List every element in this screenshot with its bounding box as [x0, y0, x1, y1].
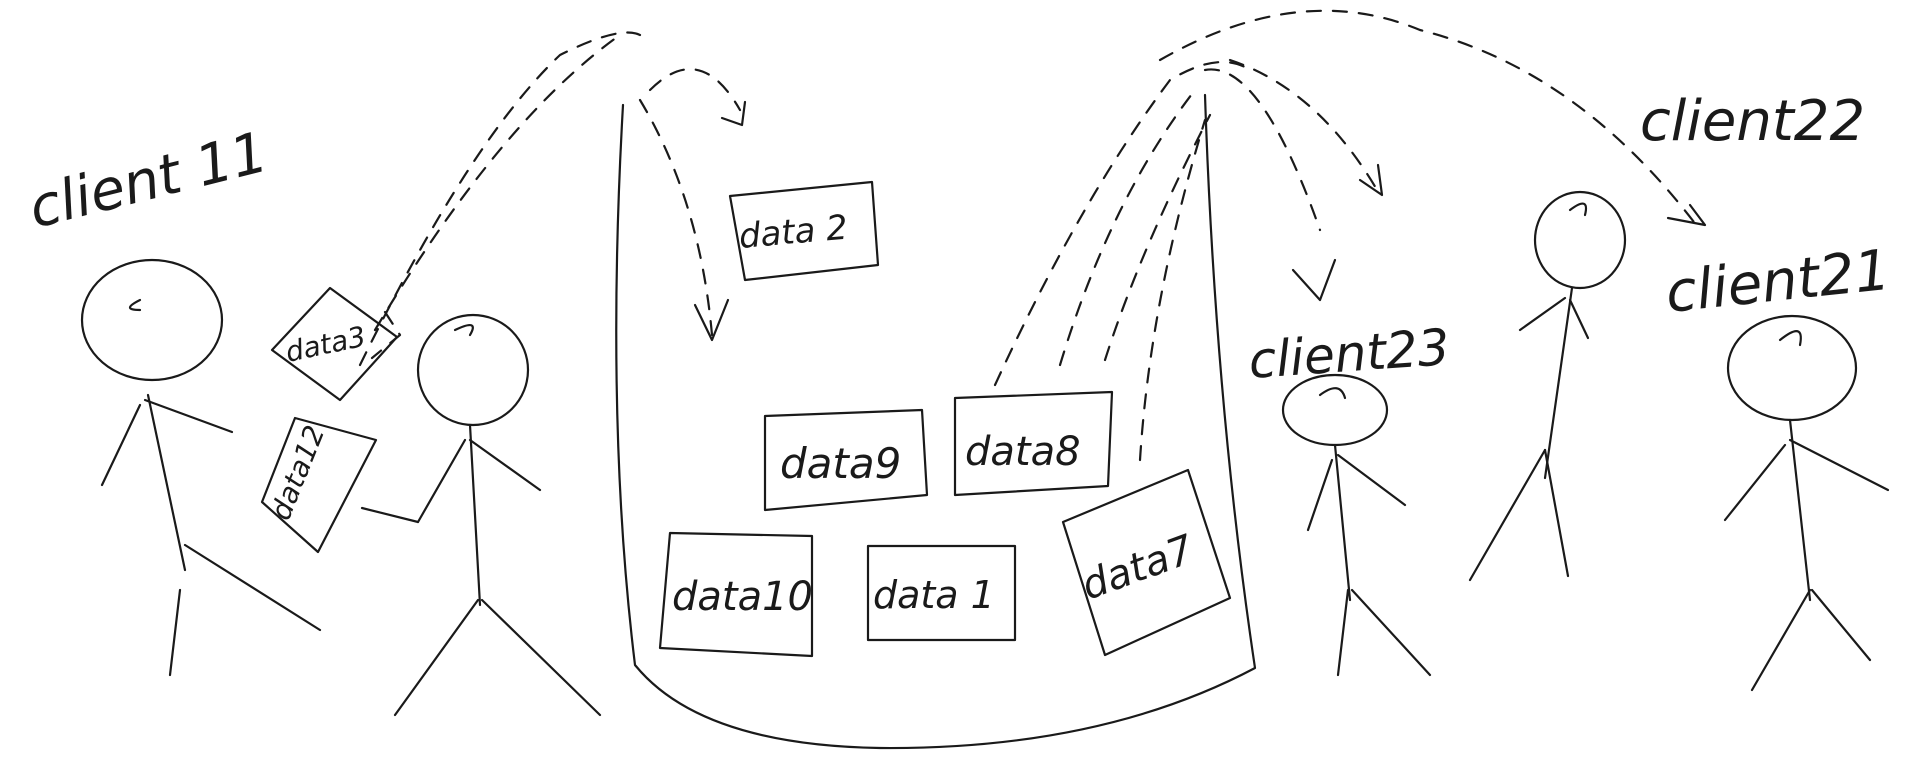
box-outline-data12	[260, 416, 378, 554]
body-client-22	[1543, 286, 1574, 480]
data-box-data2: data 2	[728, 180, 880, 282]
flow-arc-right-2	[1058, 88, 1197, 367]
data-box-data9: data9	[763, 408, 929, 512]
data-box-data7: data7	[1061, 468, 1232, 657]
label-client-22: client22	[1640, 89, 1865, 154]
leg-left-client-11	[168, 588, 182, 677]
arm-right-client-21	[1788, 438, 1890, 492]
flow-arc-right-3	[1103, 113, 1212, 362]
arm-left-client-22	[1518, 296, 1567, 332]
box-outline-data8	[953, 390, 1114, 497]
head-client-21	[1726, 314, 1858, 422]
flow-arc-right-1	[993, 60, 1252, 387]
flow-arc-to-client21	[1158, 9, 1702, 232]
body-client-23	[1333, 443, 1352, 602]
leg-right-client-23	[1350, 588, 1432, 677]
hair-peer	[453, 323, 474, 337]
flow-arc-left-outer	[358, 31, 642, 367]
label-data10: data10	[672, 574, 813, 620]
arm-right-client-11	[143, 398, 234, 434]
box-outline-data2	[728, 180, 880, 282]
flow-arrows-bucket	[638, 68, 747, 342]
flow-arcs-left	[358, 31, 642, 367]
flow-arcs-right	[993, 9, 1707, 462]
hair-client-22	[1568, 202, 1588, 217]
label-data3: data3	[283, 320, 369, 369]
flow-arrow-to-data2	[638, 98, 714, 337]
label-data9: data9	[780, 439, 901, 488]
data-box-data8: data8	[953, 390, 1114, 497]
arrowhead-top	[720, 100, 747, 127]
stick-figure-client-11-peer	[360, 313, 602, 717]
hair-client-23	[1318, 387, 1347, 400]
arm-right-peer	[468, 438, 542, 492]
flow-arrowhead-left	[370, 310, 402, 360]
body-client-21	[1788, 418, 1812, 602]
flow-arrow-top	[648, 68, 742, 112]
box-outline-data10	[658, 531, 814, 658]
arrowhead-to-data2	[693, 298, 730, 342]
head-client-23	[1281, 373, 1389, 447]
data-box-data3: data3	[270, 286, 399, 402]
leg-right-client-22	[1543, 448, 1570, 578]
arm-left-client-21	[1723, 443, 1787, 522]
data-box-data1: data 1	[866, 544, 1017, 642]
head-client-22	[1533, 190, 1627, 290]
arrowhead-to-client21	[1666, 203, 1707, 227]
box-outline-data7	[1061, 468, 1232, 657]
leg-left-client-23	[1336, 588, 1350, 677]
leg-left-client-21	[1750, 588, 1812, 692]
flow-arc-right-4	[1138, 118, 1207, 462]
stick-figure-client-21	[1723, 314, 1890, 692]
arrowhead-to-client22	[1358, 163, 1384, 197]
leg-right-client-21	[1810, 588, 1872, 662]
arrowhead-to-client23	[1291, 258, 1337, 302]
label-client-21: client21	[1663, 238, 1894, 326]
data-box-data12: data12	[260, 416, 378, 554]
head-client-11	[80, 258, 224, 382]
bucket-container	[615, 93, 1257, 750]
data-box-data10: data10	[658, 531, 814, 658]
arm-right-client-23	[1336, 453, 1407, 507]
stick-figure-client-22	[1468, 190, 1627, 582]
label-data1: data 1	[873, 573, 995, 617]
flow-arc-to-client22	[1228, 58, 1382, 197]
body-client-11	[146, 393, 187, 572]
label-client-23: client23	[1247, 318, 1452, 390]
label-data2: data 2	[737, 208, 849, 257]
hair-client-21	[1778, 330, 1802, 347]
label-data7: data7	[1076, 526, 1201, 609]
head-peer	[416, 313, 530, 427]
leg-right-client-11	[183, 543, 322, 632]
leg-left-peer	[393, 598, 480, 717]
leg-left-client-22	[1468, 448, 1547, 582]
label-client-11: client 11	[23, 120, 274, 242]
box-outline-data1	[866, 544, 1017, 642]
leg-right-peer	[480, 598, 602, 717]
hair-client-11	[128, 298, 142, 312]
hand-left-peer	[360, 506, 420, 524]
arm-left-client-23	[1306, 458, 1334, 532]
arm-left-peer	[416, 438, 467, 524]
flow-arc-left-inner	[373, 33, 622, 332]
stick-figure-client-23	[1281, 373, 1432, 677]
label-data8: data8	[965, 429, 1081, 475]
arm-right-client-22	[1568, 298, 1590, 340]
box-outline-data9	[763, 408, 929, 512]
body-peer	[468, 423, 482, 607]
stick-figure-client-11	[80, 258, 322, 677]
arm-left-client-11	[100, 403, 142, 487]
flow-arc-to-client23	[1203, 68, 1322, 232]
